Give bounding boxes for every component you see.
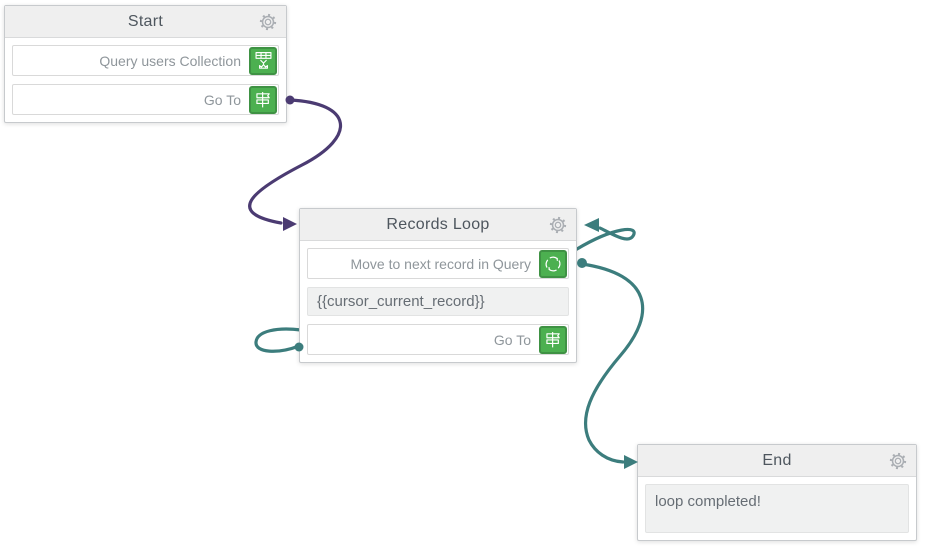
- query-collection-icon: [249, 46, 277, 75]
- arrowhead-icon: [584, 218, 599, 232]
- node-records-loop-body: Move to next record in Query {{cursor_cu…: [300, 241, 576, 362]
- cursor-record-field[interactable]: {{cursor_current_record}}: [307, 287, 569, 316]
- step-label: Query users Collection: [99, 52, 241, 69]
- node-title: End: [762, 451, 792, 469]
- step-go-to[interactable]: Go To: [307, 324, 569, 355]
- step-label: Go To: [493, 331, 531, 348]
- step-move-to-next-record[interactable]: Move to next record in Query: [307, 248, 569, 279]
- goto-signpost-icon: [539, 325, 567, 354]
- node-records-loop-header[interactable]: Records Loop: [300, 209, 576, 241]
- step-go-to[interactable]: Go To: [12, 84, 279, 115]
- end-message-field[interactable]: loop completed!: [645, 484, 909, 533]
- goto-signpost-icon: [249, 85, 277, 114]
- node-start[interactable]: Start Query users Collection: [4, 5, 287, 123]
- step-label: Go To: [203, 91, 241, 108]
- node-start-header[interactable]: Start: [5, 6, 286, 38]
- gear-icon[interactable]: [889, 452, 907, 470]
- node-records-loop[interactable]: Records Loop Move to next record in Quer…: [299, 208, 577, 363]
- node-title: Records Loop: [386, 215, 490, 233]
- node-end-body: loop completed!: [638, 477, 916, 540]
- gear-icon[interactable]: [549, 216, 567, 234]
- node-end-header[interactable]: End: [638, 445, 916, 477]
- step-label: Move to next record in Query: [350, 255, 531, 272]
- node-start-body: Query users Collection: [5, 38, 286, 122]
- step-query-users-collection[interactable]: Query users Collection: [12, 45, 279, 76]
- node-end[interactable]: End loop completed!: [637, 444, 917, 541]
- loop-icon: [539, 249, 567, 278]
- gear-icon[interactable]: [259, 13, 277, 31]
- node-title: Start: [127, 12, 164, 30]
